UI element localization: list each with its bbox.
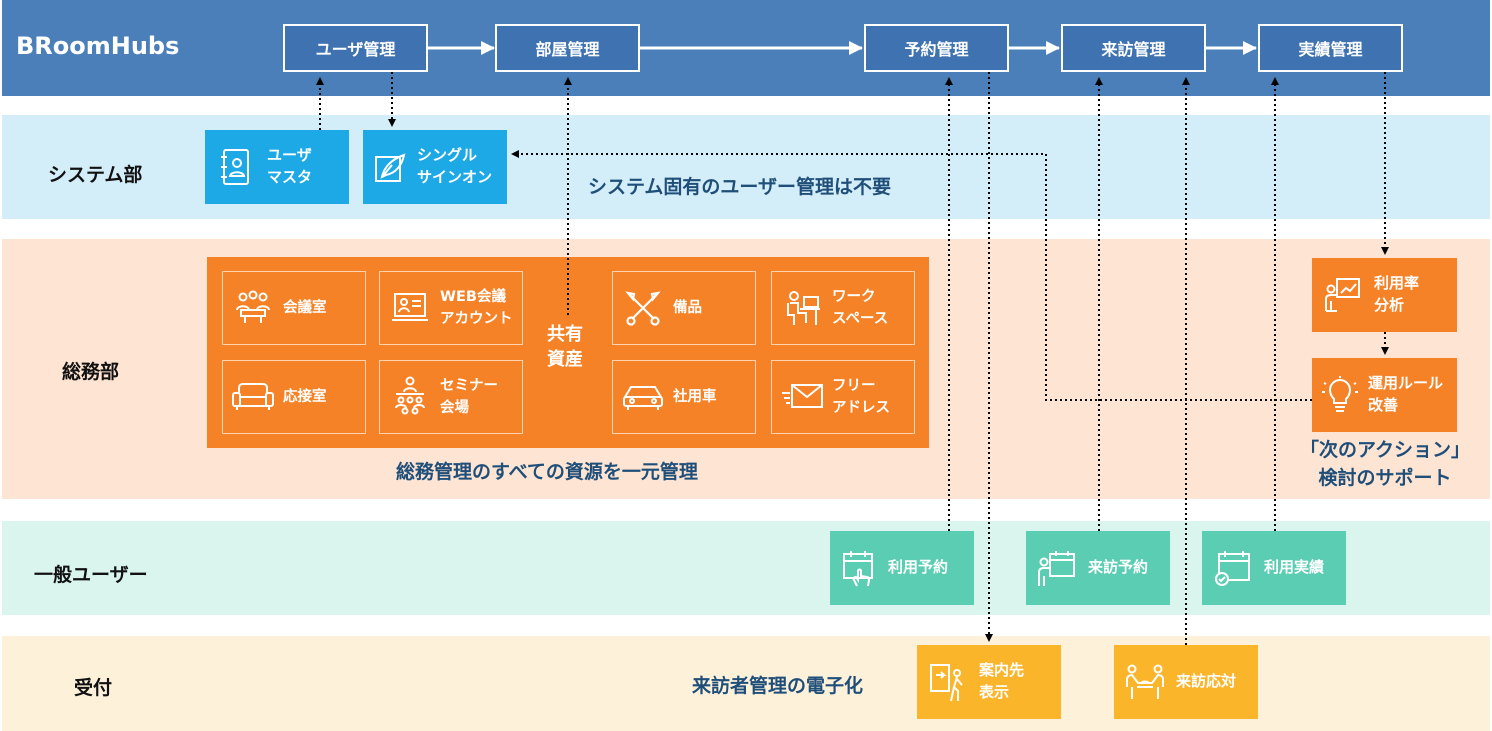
- dotted-connectors: [316, 72, 1389, 645]
- feather-sign-icon: [363, 149, 417, 185]
- resource-label: セミナー 会場: [440, 377, 498, 416]
- resource-equipment: 備品: [612, 271, 756, 345]
- resource-web-meeting-account: WEB会議 アカウント: [379, 271, 523, 345]
- next-action-note: 「次のアクション」 検討のサポート: [1300, 439, 1471, 489]
- calendar-touch-icon: [830, 548, 888, 588]
- meeting-room-icon: [223, 290, 283, 326]
- usage-results-label: 利用実績: [1264, 558, 1325, 577]
- guide-display-label: 案内先 表示: [979, 661, 1025, 701]
- resource-label: 応接室: [283, 388, 327, 405]
- user-master-tile: ユーザ マスタ: [205, 130, 349, 204]
- resource-label: 会議室: [283, 299, 327, 316]
- calendar-check-icon: [1202, 548, 1264, 588]
- envelope-icon: [772, 381, 832, 413]
- row-label-general-users: 一般ユーザー: [34, 564, 148, 586]
- general-affairs-note: 総務管理のすべての資源を一元管理: [396, 461, 698, 483]
- sofa-icon: [223, 382, 283, 412]
- tools-icon: [613, 289, 673, 327]
- resource-label: 備品: [673, 299, 702, 316]
- usage-reservation-label: 利用予約: [888, 558, 949, 577]
- visitor-reception-label: 来訪応対: [1176, 672, 1237, 691]
- resource-free-address: フリー アドレス: [771, 360, 915, 434]
- resource-company-car: 社用車: [612, 360, 756, 434]
- resource-label: フリー アドレス: [832, 377, 890, 416]
- resource-workspace: ワーク スペース: [771, 271, 915, 345]
- resource-seminar-venue: セミナー 会場: [379, 360, 523, 434]
- usage-reservation-tile: 利用予約: [830, 531, 974, 605]
- visit-reservation-tile: 来訪予約: [1026, 531, 1170, 605]
- step-room-management: 部屋管理: [495, 24, 640, 72]
- utilization-analysis-label: 利用率 分析: [1374, 274, 1420, 314]
- reception-note: 来訪者管理の電子化: [692, 675, 864, 697]
- resource-reception-room: 応接室: [222, 360, 366, 434]
- rule-improvement-tile: 運用ルール 改善: [1312, 358, 1457, 432]
- visitor-reception-tile: 来訪応対: [1114, 645, 1258, 719]
- guide-display-tile: 案内先 表示: [917, 645, 1061, 719]
- system-note: システム固有のユーザー管理は不要: [588, 176, 892, 198]
- rule-improvement-label: 運用ルール 改善: [1368, 374, 1444, 414]
- row-label-reception: 受付: [74, 677, 113, 699]
- workspace-icon: [772, 289, 832, 327]
- handshake-icon: [1114, 663, 1176, 701]
- car-icon: [613, 381, 673, 413]
- resource-label: ワーク スペース: [832, 288, 889, 327]
- resource-label: WEB会議 アカウント: [440, 288, 513, 327]
- step-results-management: 実績管理: [1258, 24, 1403, 72]
- web-meeting-icon: [380, 291, 440, 325]
- calendar-person-icon: [1026, 548, 1088, 588]
- row-label-general-affairs: 総務部: [62, 361, 120, 383]
- single-sign-on-label: シングル サインオン: [417, 146, 493, 186]
- brand-title: BRoomHubs: [16, 32, 180, 60]
- step-visit-management: 来訪管理: [1061, 24, 1206, 72]
- utilization-analysis-tile: 利用率 分析: [1312, 258, 1457, 332]
- resource-meeting-room: 会議室: [222, 271, 366, 345]
- address-book-icon: [205, 147, 267, 187]
- guide-sign-icon: [917, 661, 979, 703]
- step-user-management: ユーザ管理: [283, 24, 428, 72]
- single-sign-on-tile: シングル サインオン: [363, 130, 507, 204]
- resource-label: 社用車: [673, 388, 717, 405]
- row-label-system: システム部: [48, 164, 143, 186]
- lightbulb-icon: [1312, 375, 1368, 415]
- visit-reservation-label: 来訪予約: [1088, 558, 1149, 577]
- shared-assets-label: 共有 資産: [547, 324, 583, 371]
- presentation-chart-icon: [1312, 275, 1374, 315]
- step-reservation-management: 予約管理: [864, 24, 1009, 72]
- seminar-icon: [380, 376, 440, 418]
- usage-results-tile: 利用実績: [1202, 531, 1346, 605]
- user-master-label: ユーザ マスタ: [267, 146, 313, 186]
